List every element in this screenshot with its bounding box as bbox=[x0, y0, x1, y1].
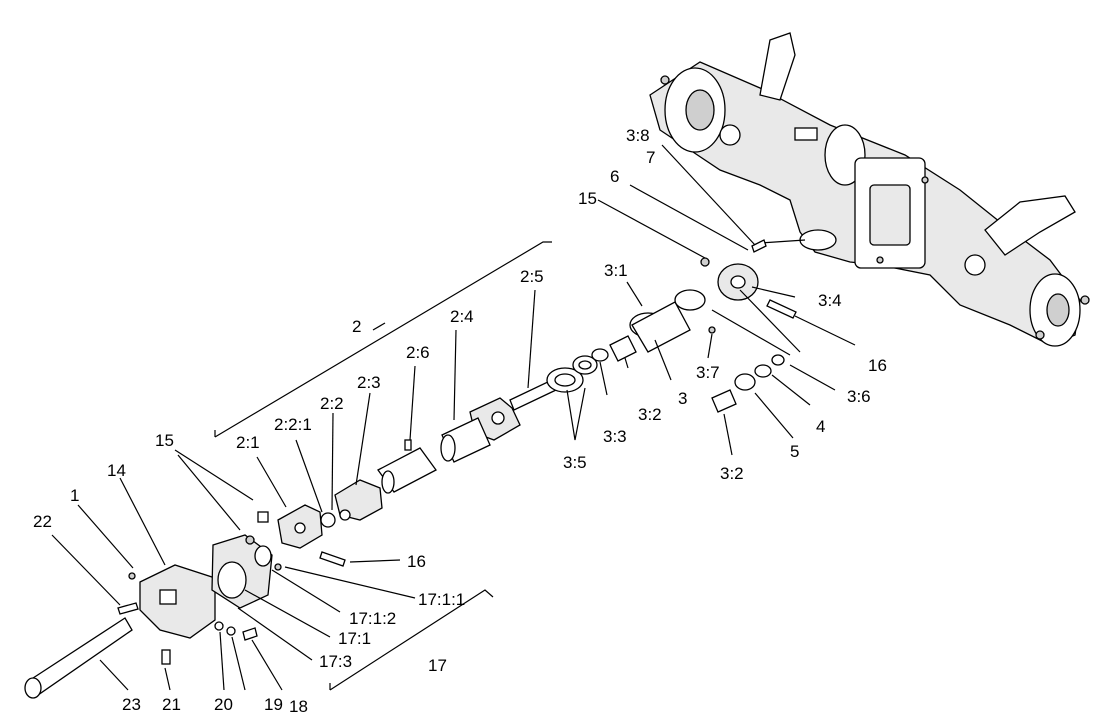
callout-labels: 2 2:1 2:2:1 2:2 2:3 2:4 2:5 2:6 3:1 3:8 … bbox=[33, 126, 887, 716]
callout-2-4: 2:4 bbox=[450, 307, 474, 326]
callout-20: 20 bbox=[214, 695, 233, 714]
callout-3-3: 3:3 bbox=[603, 427, 627, 446]
callout-16-bottom: 16 bbox=[407, 552, 426, 571]
callout-2-5: 2:5 bbox=[520, 267, 544, 286]
callout-16-top: 16 bbox=[868, 356, 887, 375]
callout-3-5: 3:5 bbox=[563, 453, 587, 472]
callout-17: 17 bbox=[428, 656, 447, 675]
callout-2-1: 2:1 bbox=[236, 433, 260, 452]
callout-18: 18 bbox=[289, 697, 308, 716]
bearing-parts bbox=[546, 239, 797, 413]
callout-3-1: 3:1 bbox=[604, 261, 628, 280]
callout-3-2-upper: 3:2 bbox=[638, 405, 662, 424]
callout-3-7: 3:7 bbox=[696, 363, 720, 382]
callout-1: 1 bbox=[70, 486, 79, 505]
callout-2-6: 2:6 bbox=[406, 343, 430, 362]
callout-17-3: 17:3 bbox=[319, 652, 352, 671]
callout-4: 4 bbox=[816, 417, 825, 436]
callout-15-left: 15 bbox=[155, 431, 174, 450]
callout-3-2-lower: 3:2 bbox=[720, 464, 744, 483]
callout-19: 19 bbox=[264, 695, 283, 714]
callout-5: 5 bbox=[790, 442, 799, 461]
callout-3-4: 3:4 bbox=[818, 291, 842, 310]
callout-21: 21 bbox=[162, 695, 181, 714]
callout-2-3: 2:3 bbox=[357, 373, 381, 392]
callout-22: 22 bbox=[33, 512, 52, 531]
callout-3: 3 bbox=[678, 389, 687, 408]
callout-17-1: 17:1 bbox=[338, 629, 371, 648]
callout-2: 2 bbox=[352, 317, 361, 336]
callout-14: 14 bbox=[107, 461, 126, 480]
callout-2-2-1: 2:2:1 bbox=[274, 415, 312, 434]
leader-lines bbox=[51, 144, 856, 691]
lower-assembly bbox=[24, 534, 282, 699]
callout-2-2: 2:2 bbox=[320, 394, 344, 413]
drive-shaft-assembly bbox=[257, 379, 557, 567]
callout-6: 6 bbox=[610, 167, 619, 186]
callout-3-8: 3:8 bbox=[626, 126, 650, 145]
callout-7: 7 bbox=[646, 148, 655, 167]
callout-3-6: 3:6 bbox=[847, 387, 871, 406]
callout-23: 23 bbox=[122, 695, 141, 714]
callout-17-1-1: 17:1:1 bbox=[418, 590, 465, 609]
callout-15-top: 15 bbox=[578, 189, 597, 208]
axle-assembly bbox=[649, 32, 1090, 347]
callout-17-1-2: 17:1:2 bbox=[349, 609, 396, 628]
